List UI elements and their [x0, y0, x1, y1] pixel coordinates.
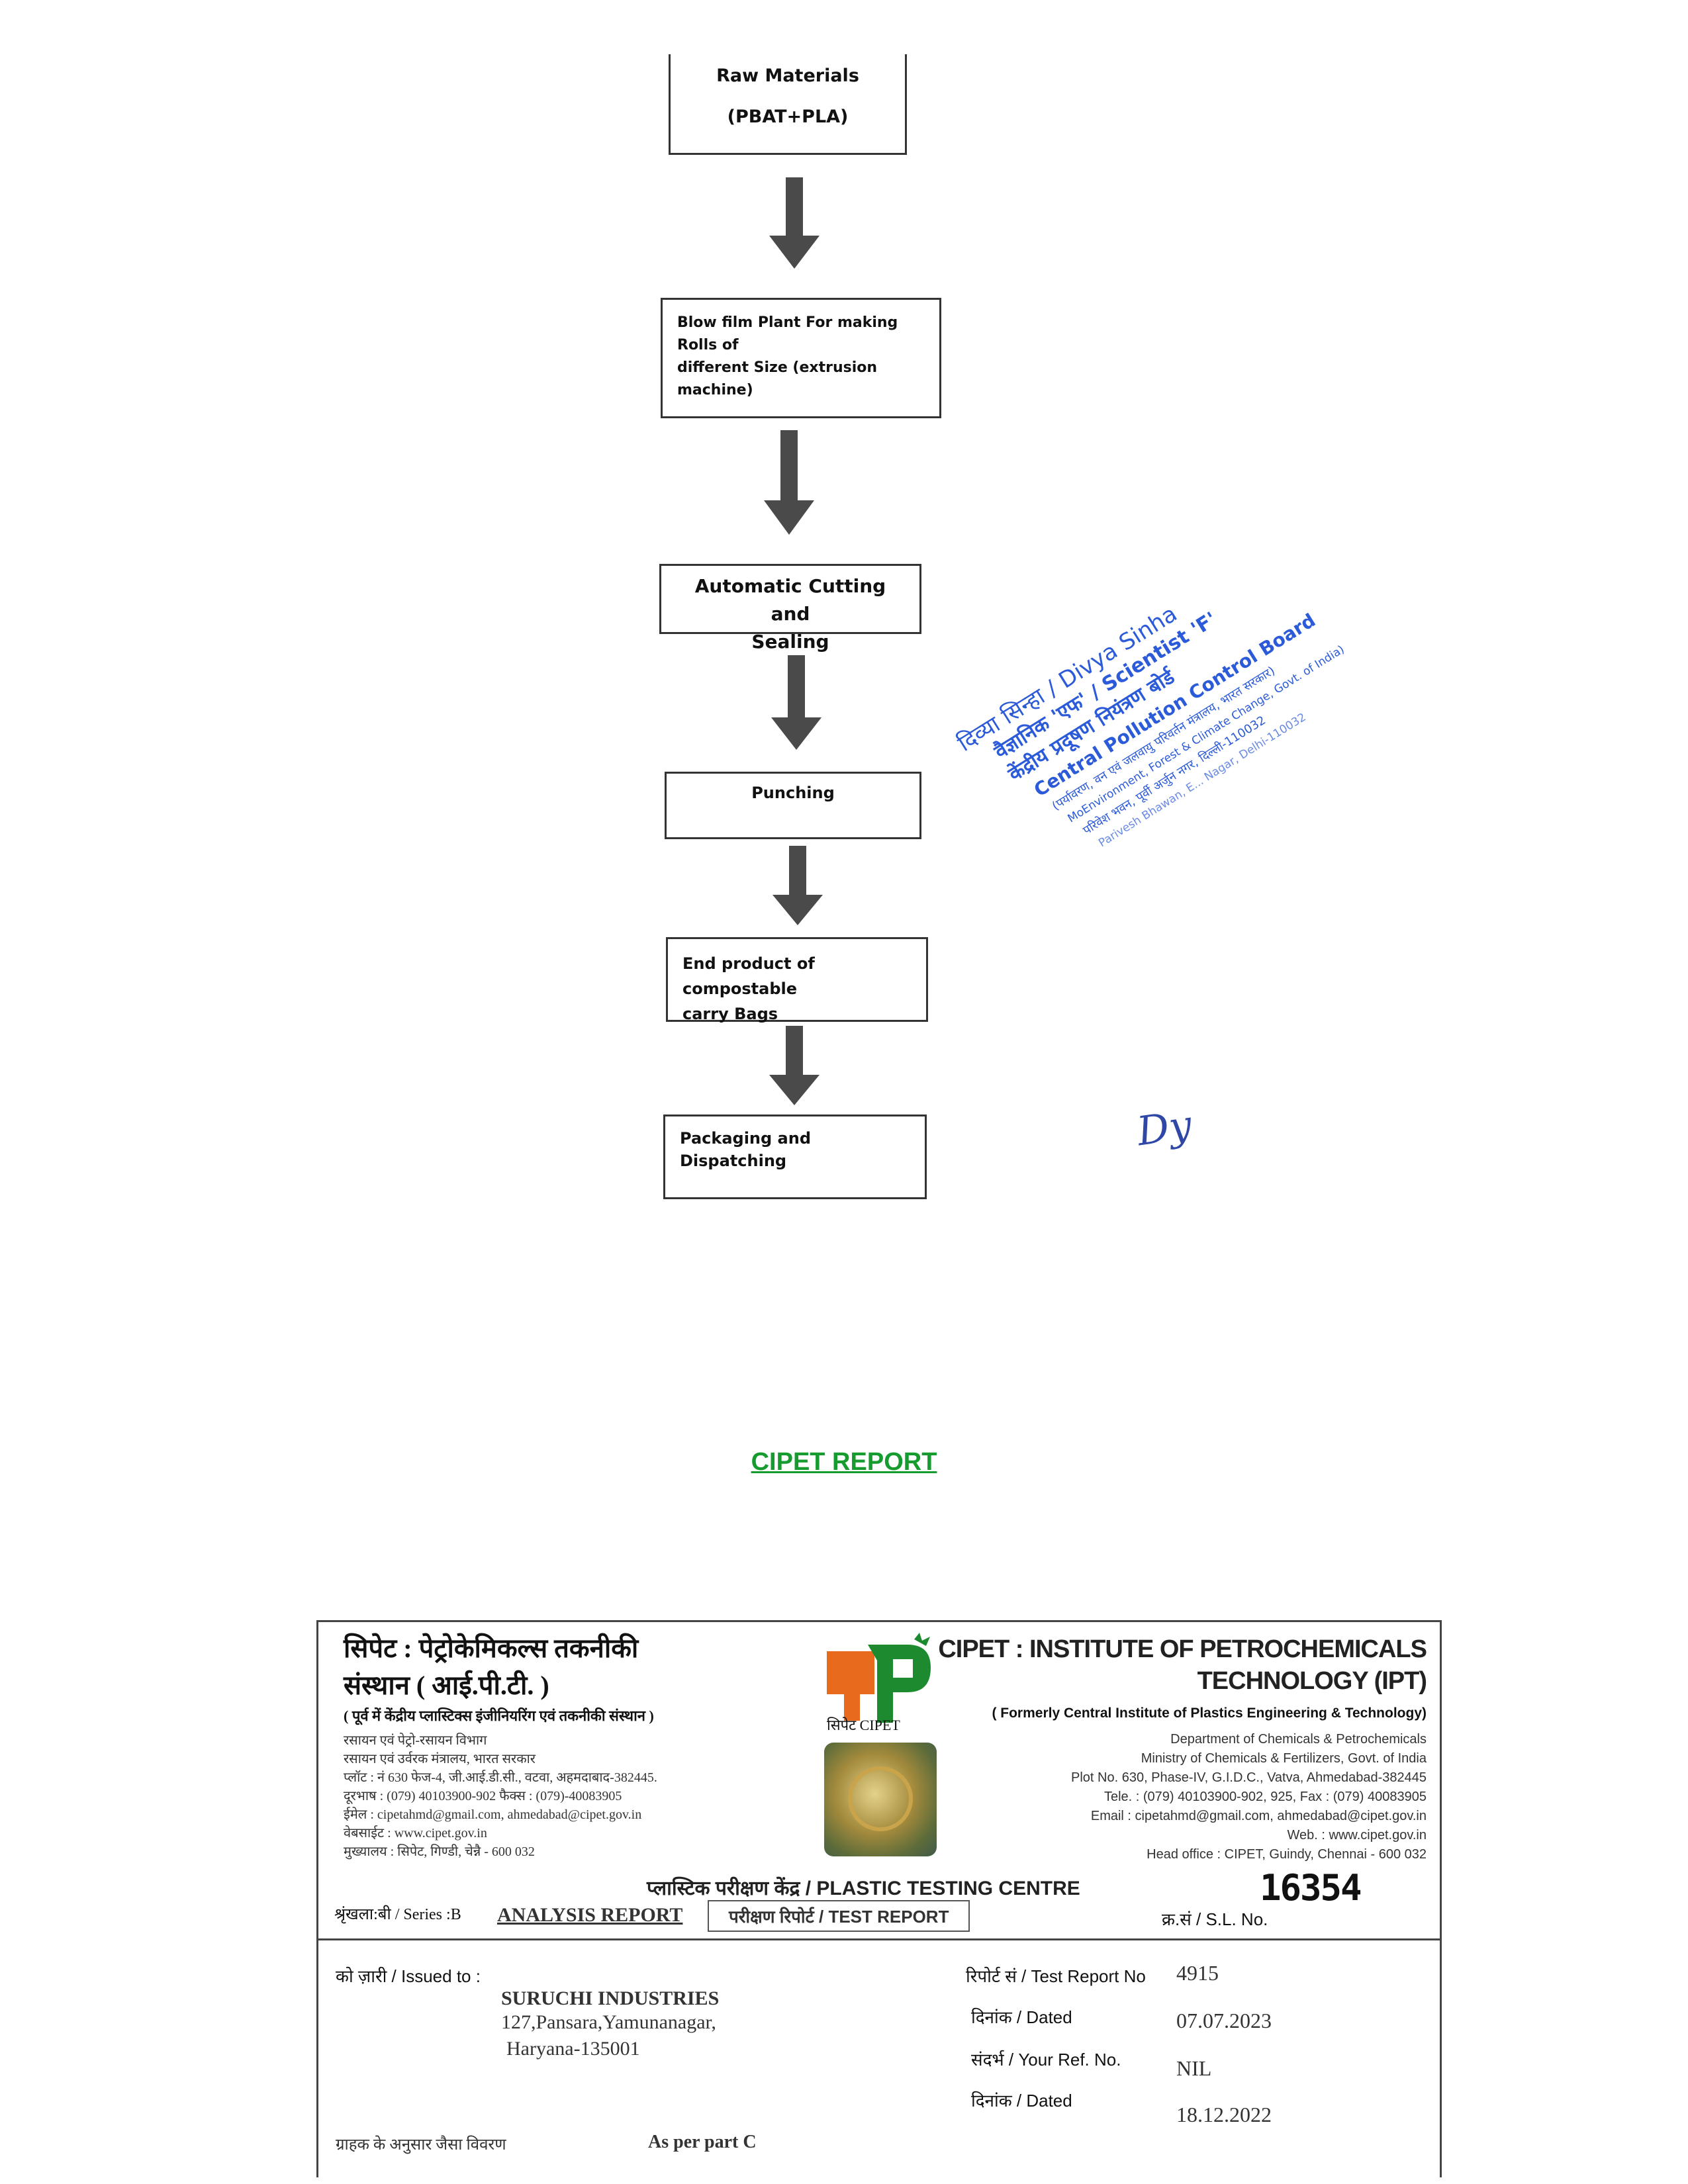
flow-step-line: Raw Materials — [716, 66, 859, 86]
test-report-no-label: रिपोर्ट सं / Test Report No — [966, 1966, 1146, 1986]
hindi-address-line: वेबसाईट : www.cipet.gov.in — [344, 1826, 487, 1841]
flow-step-end-product: End product of compostable carry Bags — [666, 937, 928, 1023]
issued-address-line: Haryana-135001 — [506, 2038, 640, 2060]
series-label: श्रृंखला:बी / Series :B — [334, 1906, 461, 1923]
en-address-line: Email : cipetahmd@gmail.com, ahmedabad@c… — [1090, 1809, 1427, 1823]
down-arrow-icon — [764, 430, 814, 535]
hindi-address-line: दूरभाष : (079) 40103900-902 फैक्स : (079… — [344, 1789, 622, 1803]
en-title-line: TECHNOLOGY (IPT) — [1197, 1667, 1427, 1695]
hindi-formerly: ( पूर्व में केंद्रीय प्लास्टिक्स इंजीनिय… — [344, 1707, 654, 1724]
signature: Dy — [1134, 1101, 1195, 1156]
testing-centre-title: प्लास्टिक परीक्षण केंद्र / PLASTIC TESTI… — [647, 1878, 1080, 1899]
serial-number: 16354 — [1260, 1867, 1362, 1909]
logo-caption: सिपेट CIPET — [827, 1717, 900, 1733]
flow-step-line: Packaging and Dispatching — [680, 1129, 812, 1170]
dated2-value: 18.12.2022 — [1176, 2103, 1272, 2126]
flow-step-line: Automatic Cutting and — [694, 575, 886, 625]
dated-value: 07.07.2023 — [1176, 2009, 1272, 2032]
flow-step-line: Punching — [751, 784, 835, 802]
flow-step-blow-film: Blow film Plant For making Rolls of diff… — [661, 298, 941, 418]
cipet-test-report: सिपेट : पेट्रोकेमिकल्स तकनीकी संस्थान ( … — [316, 1620, 1442, 2177]
sl-no-label: क्र.सं / S.L. No. — [1162, 1909, 1268, 1929]
en-address-line: Web. : www.cipet.gov.in — [1287, 1828, 1427, 1843]
flow-step-line: carry Bags — [682, 1005, 778, 1023]
en-address-line: Tele. : (079) 40103900-902, 925, Fax : (… — [1103, 1790, 1427, 1804]
your-ref-label: संदर्भ / Your Ref. No. — [971, 2050, 1121, 2070]
hindi-address-line: मुख्यालय : सिपेट, गिण्डी, चेन्नै - 600 0… — [344, 1844, 535, 1859]
hindi-address-line: रसायन एवं पेट्रो-रसायन विभाग — [344, 1733, 487, 1748]
official-stamp: दिव्या सिन्हा / Divya Sinha वैज्ञानिक 'ए… — [953, 517, 1397, 887]
flow-step-line: different Size (extrusion machine) — [677, 359, 878, 398]
flow-step-line: Blow film Plant For making Rolls of — [677, 314, 898, 353]
header-divider — [318, 1938, 1440, 1940]
dated-label: दिनांक / Dated — [971, 2007, 1072, 2027]
down-arrow-icon — [769, 1026, 820, 1105]
hindi-address-line: ईमेल : cipetahmd@gmail.com, ahmedabad@ci… — [344, 1807, 642, 1822]
test-report-box: परीक्षण रिपोर्ट / TEST REPORT — [708, 1900, 970, 1932]
dated2-label: दिनांक / Dated — [971, 2091, 1072, 2111]
flow-step-cutting-sealing: Automatic Cutting and Sealing — [659, 564, 921, 653]
test-report-no-value: 4915 — [1176, 1961, 1219, 1985]
en-address-line: Department of Chemicals & Petrochemicals — [1170, 1732, 1427, 1747]
en-address-line: Head office : CIPET, Guindy, Chennai - 6… — [1147, 1847, 1427, 1862]
en-formerly: ( Formerly Central Institute of Plastics… — [992, 1706, 1427, 1721]
hindi-address-line: प्लॉट : नं 630 फेज-4, जी.आई.डी.सी., वटवा… — [344, 1770, 657, 1785]
flow-step-raw-materials: Raw Materials (PBAT+PLA) — [669, 54, 907, 155]
hologram-seal — [824, 1743, 937, 1856]
down-arrow-icon — [773, 846, 823, 925]
issued-to-label: को ज़ारी / Issued to : — [336, 1966, 481, 1986]
report-heading: CIPET REPORT — [751, 1448, 937, 1476]
flow-step-punching: Punching — [665, 772, 921, 839]
cutoff-left-text: ग्राहक के अनुसार जैसा विवरण — [336, 2136, 506, 2154]
flow-step-line: (PBAT+PLA) — [727, 107, 849, 127]
cipet-logo-icon — [827, 1633, 931, 1723]
en-address-line: Ministry of Chemicals & Fertilizers, Gov… — [1141, 1751, 1427, 1766]
hindi-title-line: सिपेट : पेट्रोकेमिकल्स तकनीकी — [344, 1633, 639, 1663]
flow-step-packaging: Packaging and Dispatching — [663, 1115, 927, 1199]
en-title-line: CIPET : INSTITUTE OF PETROCHEMICALS — [938, 1635, 1427, 1663]
hindi-title-line: संस्थान ( आई.पी.टी. ) — [344, 1670, 549, 1700]
down-arrow-icon — [769, 177, 820, 269]
issued-name: SURUCHI INDUSTRIES — [501, 1987, 720, 2009]
down-arrow-icon — [771, 655, 821, 750]
issued-address-line: 127,Pansara,Yamunanagar, — [501, 2011, 716, 2033]
flow-step-line: Sealing — [751, 631, 829, 653]
en-address-line: Plot No. 630, Phase-IV, G.I.D.C., Vatva,… — [1071, 1770, 1427, 1785]
analysis-report-title: ANALYSIS REPORT — [497, 1904, 683, 1926]
cutoff-mid-text: As per part C — [648, 2132, 757, 2152]
hindi-address-line: रसायन एवं उर्वरक मंत्रालय, भारत सरकार — [344, 1752, 536, 1766]
your-ref-value: NIL — [1176, 2056, 1212, 2080]
flow-step-line: End product of compostable — [682, 954, 815, 998]
